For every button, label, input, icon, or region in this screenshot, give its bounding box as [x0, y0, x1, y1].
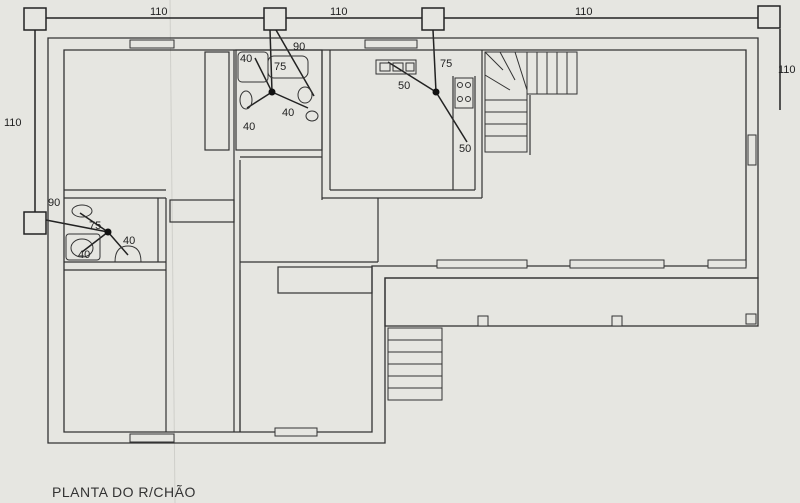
toilet [239, 90, 253, 110]
burner [465, 96, 471, 102]
plan-title: PLANTA DO R/CHÃO [52, 484, 196, 500]
pipe-diameter-toilet: 40 [240, 53, 252, 65]
kitchen-branch-main [432, 29, 437, 93]
bathroom1-fixtures [237, 51, 319, 122]
chamber-kitchen [421, 7, 445, 31]
pipe-diameter-kitchen: 75 [440, 58, 452, 70]
bath2-branch-basin [81, 231, 109, 253]
chamber-top-right [757, 5, 781, 29]
bathroom2-fixtures [65, 204, 142, 263]
bath2-branch-toilet [79, 212, 109, 233]
toilet [71, 204, 93, 218]
burner [457, 96, 463, 102]
junction-kitchen [432, 88, 440, 96]
window-south-mid [274, 427, 318, 437]
pillar-1 [477, 315, 489, 327]
pillar-3 [745, 313, 757, 325]
drainer [405, 62, 415, 72]
main-staircase [484, 51, 578, 153]
chamber-top-left [23, 7, 47, 31]
main-drain-diameter: 110 [575, 6, 593, 18]
pipe-diameter-bath: 75 [274, 61, 286, 73]
pillar-bench-1 [436, 259, 528, 269]
main-drain-diameter: 110 [330, 6, 348, 18]
closet-north [204, 51, 230, 151]
kitchen-fixtures [375, 59, 474, 109]
pillar-bench-3 [707, 259, 747, 269]
bathtub [267, 55, 309, 79]
pillar-2 [611, 315, 623, 327]
window-east [747, 134, 757, 166]
exterior-steps [387, 327, 443, 401]
main-drain-diameter: 110 [150, 6, 168, 18]
vertical-drain-diameter: 110 [4, 117, 22, 129]
pipe-diameter-bidet: 40 [123, 235, 135, 247]
basin [305, 110, 319, 122]
pipe-diameter-shower: 90 [293, 41, 305, 53]
pipe-diameter-machine: 50 [459, 143, 471, 155]
bath1-branch-toilet [254, 57, 273, 93]
sink-bowl-2 [392, 62, 404, 72]
basin [70, 238, 94, 258]
stair-winder [499, 51, 516, 81]
inspection-chambers [23, 5, 781, 235]
kitchen-branch-machine [435, 91, 468, 143]
exterior-walls [47, 37, 759, 444]
window-north-kitchen [364, 39, 418, 49]
bidet [297, 86, 313, 104]
bath2-branch-main [45, 219, 109, 233]
vertical-drain-diameter: 110 [778, 64, 796, 76]
stair-winder [514, 51, 528, 91]
dimension-labels: 110 110 110 110 110 90 40 75 40 40 75 50… [4, 6, 796, 261]
window-north-left [129, 39, 175, 49]
inner-wall-line [63, 49, 747, 433]
junction-bath1 [268, 88, 276, 96]
bidet [114, 245, 142, 263]
stair-winder [484, 74, 511, 91]
sink-bowl-1 [379, 62, 391, 72]
chamber-bath1 [263, 7, 287, 31]
chamber-bath2 [23, 211, 47, 235]
wardrobe-bedroom [277, 266, 373, 294]
stair-winder [484, 51, 504, 71]
pipe-diameter-bidet: 40 [282, 107, 294, 119]
junction-nodes [104, 88, 440, 236]
pipe-diameter-main: 75 [89, 220, 101, 232]
bath1-branch-bidet [271, 91, 309, 109]
stair-flight-north [526, 51, 578, 95]
bathtub [65, 233, 101, 261]
burner [465, 82, 471, 88]
burner [457, 82, 463, 88]
pipe-diameter-toilet: 90 [48, 197, 60, 209]
pillar-bench-2 [569, 259, 665, 269]
paper-fold [169, 0, 176, 503]
terrace-outline [384, 277, 759, 327]
stair-flight-west [484, 51, 528, 153]
stove [454, 77, 474, 109]
pipe-diameter-sink: 50 [398, 80, 410, 92]
window-south-left [129, 433, 175, 443]
drainage-network [34, 17, 781, 256]
kitchen-branch-sink [387, 61, 437, 93]
windows [129, 39, 757, 443]
pipe-diameter-basin: 40 [78, 249, 90, 261]
bath1-branch-main [269, 29, 273, 93]
pillars [436, 259, 757, 327]
kitchen-sink [375, 59, 417, 75]
bath1-branch-shower [275, 29, 315, 97]
pipe-diameter-basin: 40 [243, 121, 255, 133]
interior-walls [64, 49, 531, 432]
junction-bath2 [104, 228, 112, 236]
bath2-branch-bidet [107, 231, 129, 256]
